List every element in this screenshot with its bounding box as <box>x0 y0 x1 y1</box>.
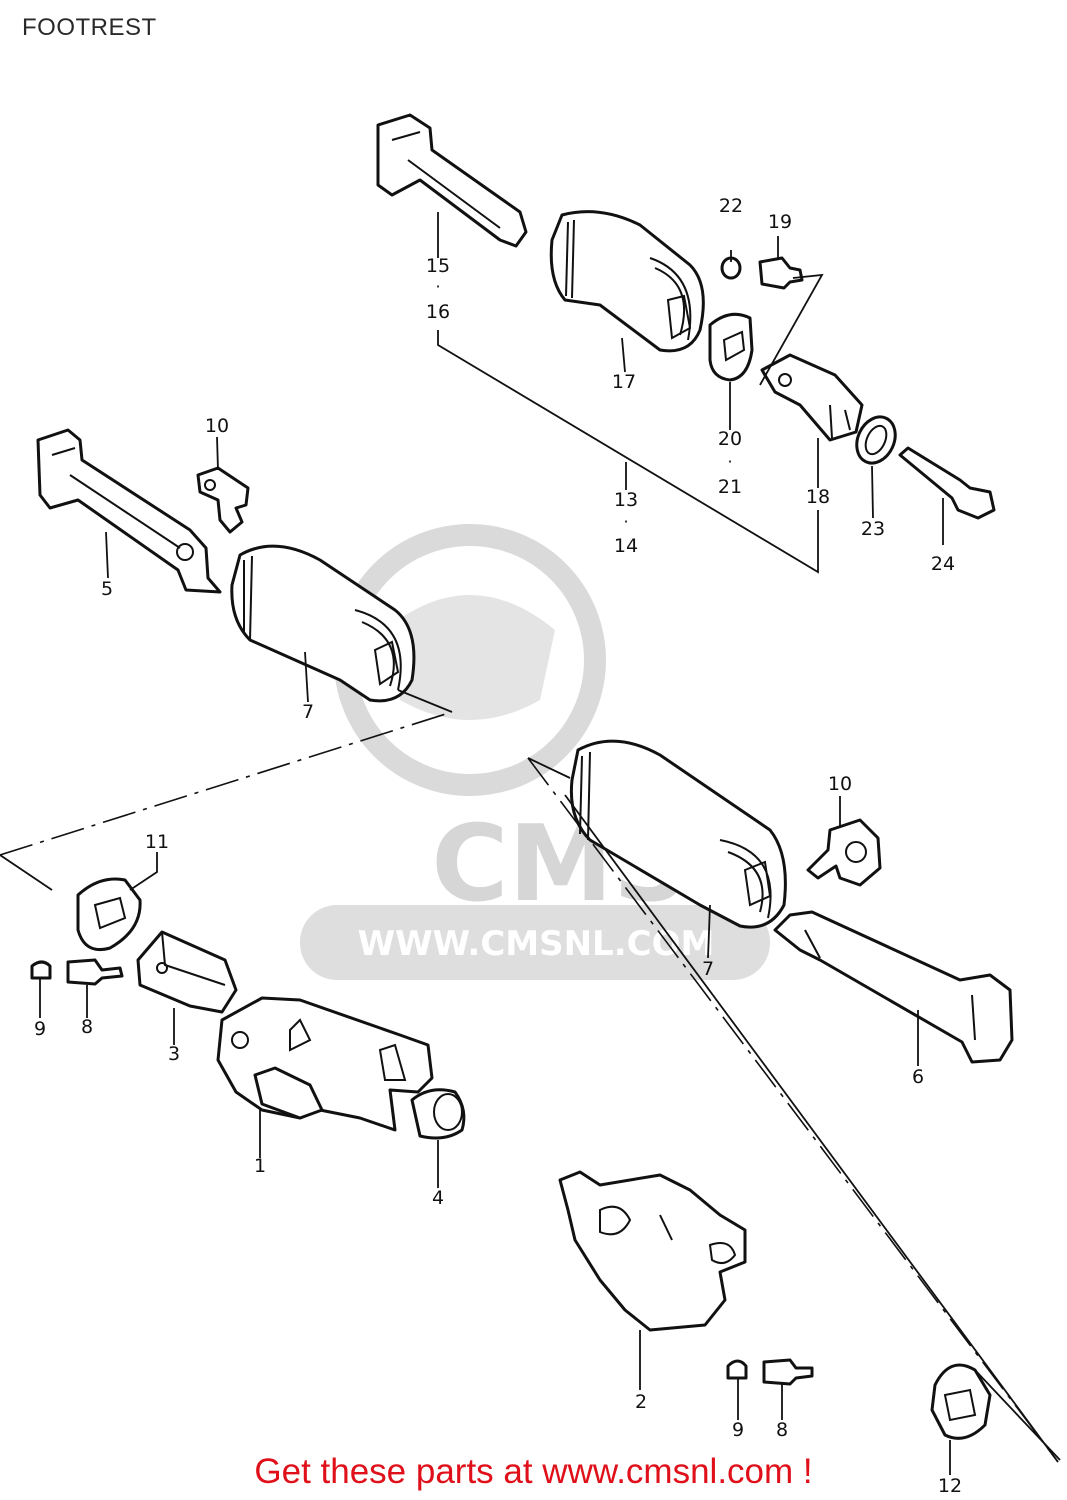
callout-9-left: 9 <box>34 1018 46 1040</box>
leader-lines <box>0 212 1061 1475</box>
callout-8-lower: 8 <box>776 1419 788 1441</box>
callout-14: 14 <box>614 535 638 557</box>
callout-10-right: 10 <box>828 773 852 795</box>
callout-10-upper: 10 <box>205 415 229 437</box>
callout-18: 18 <box>806 486 830 508</box>
callout-23: 23 <box>861 518 885 540</box>
bushing-4 <box>410 1088 466 1140</box>
footrest-rubber-17 <box>549 210 705 353</box>
separator: · <box>435 277 440 296</box>
pin-8-lower <box>762 1358 814 1386</box>
callout-12: 12 <box>938 1475 962 1497</box>
callout-4: 4 <box>432 1187 444 1209</box>
cap-9-lower <box>726 1359 748 1380</box>
plate-12 <box>930 1363 992 1440</box>
callout-2: 2 <box>635 1391 647 1413</box>
plate-20 <box>708 312 754 382</box>
callout-20: 20 <box>718 428 742 450</box>
callout-13: 13 <box>614 489 638 511</box>
callout-17: 17 <box>612 371 636 393</box>
callout-7-right: 7 <box>702 958 714 980</box>
callout-3: 3 <box>168 1043 180 1065</box>
callout-24: 24 <box>931 553 955 575</box>
bracket-18 <box>760 353 864 442</box>
footrest-peg-15 <box>376 113 528 248</box>
separator: · <box>727 452 732 471</box>
footer-promo-link[interactable]: Get these parts at www.cmsnl.com ! <box>254 1452 813 1491</box>
callout-19: 19 <box>768 211 792 233</box>
callout-15: 15 <box>426 255 450 277</box>
footrest-peg-5 <box>36 428 222 594</box>
bolt-24 <box>898 446 996 520</box>
callout-8-left: 8 <box>81 1016 93 1038</box>
callout-22: 22 <box>719 195 743 217</box>
callout-1: 1 <box>254 1155 266 1177</box>
bracket-2 <box>558 1170 747 1332</box>
plate-11 <box>76 877 142 951</box>
bracket-1 <box>216 996 434 1132</box>
clip-10-right <box>806 818 882 887</box>
block-3 <box>136 930 238 1014</box>
washer-23 <box>855 415 897 465</box>
pin-8-left <box>66 958 124 986</box>
page-title: FOOTREST <box>22 14 157 41</box>
watermark-url: WWW.CMSNL.COM <box>358 924 715 964</box>
clip-10-upper <box>196 466 250 534</box>
callout-6: 6 <box>912 1066 924 1088</box>
footrest-peg-6 <box>773 910 1014 1064</box>
cap-9-left <box>30 960 52 980</box>
callout-labels: 15 · 16 22 19 17 20 · 21 13 · 14 18 23 2… <box>34 195 962 1497</box>
callout-11: 11 <box>145 831 169 853</box>
separator: · <box>623 512 628 531</box>
callout-16: 16 <box>426 301 450 323</box>
pin-19 <box>758 256 804 290</box>
callout-21: 21 <box>718 476 742 498</box>
callout-7-left: 7 <box>302 701 314 723</box>
callout-9-lower: 9 <box>732 1419 744 1441</box>
callout-5: 5 <box>101 578 113 600</box>
footrest-rubber-7-left <box>230 544 416 703</box>
